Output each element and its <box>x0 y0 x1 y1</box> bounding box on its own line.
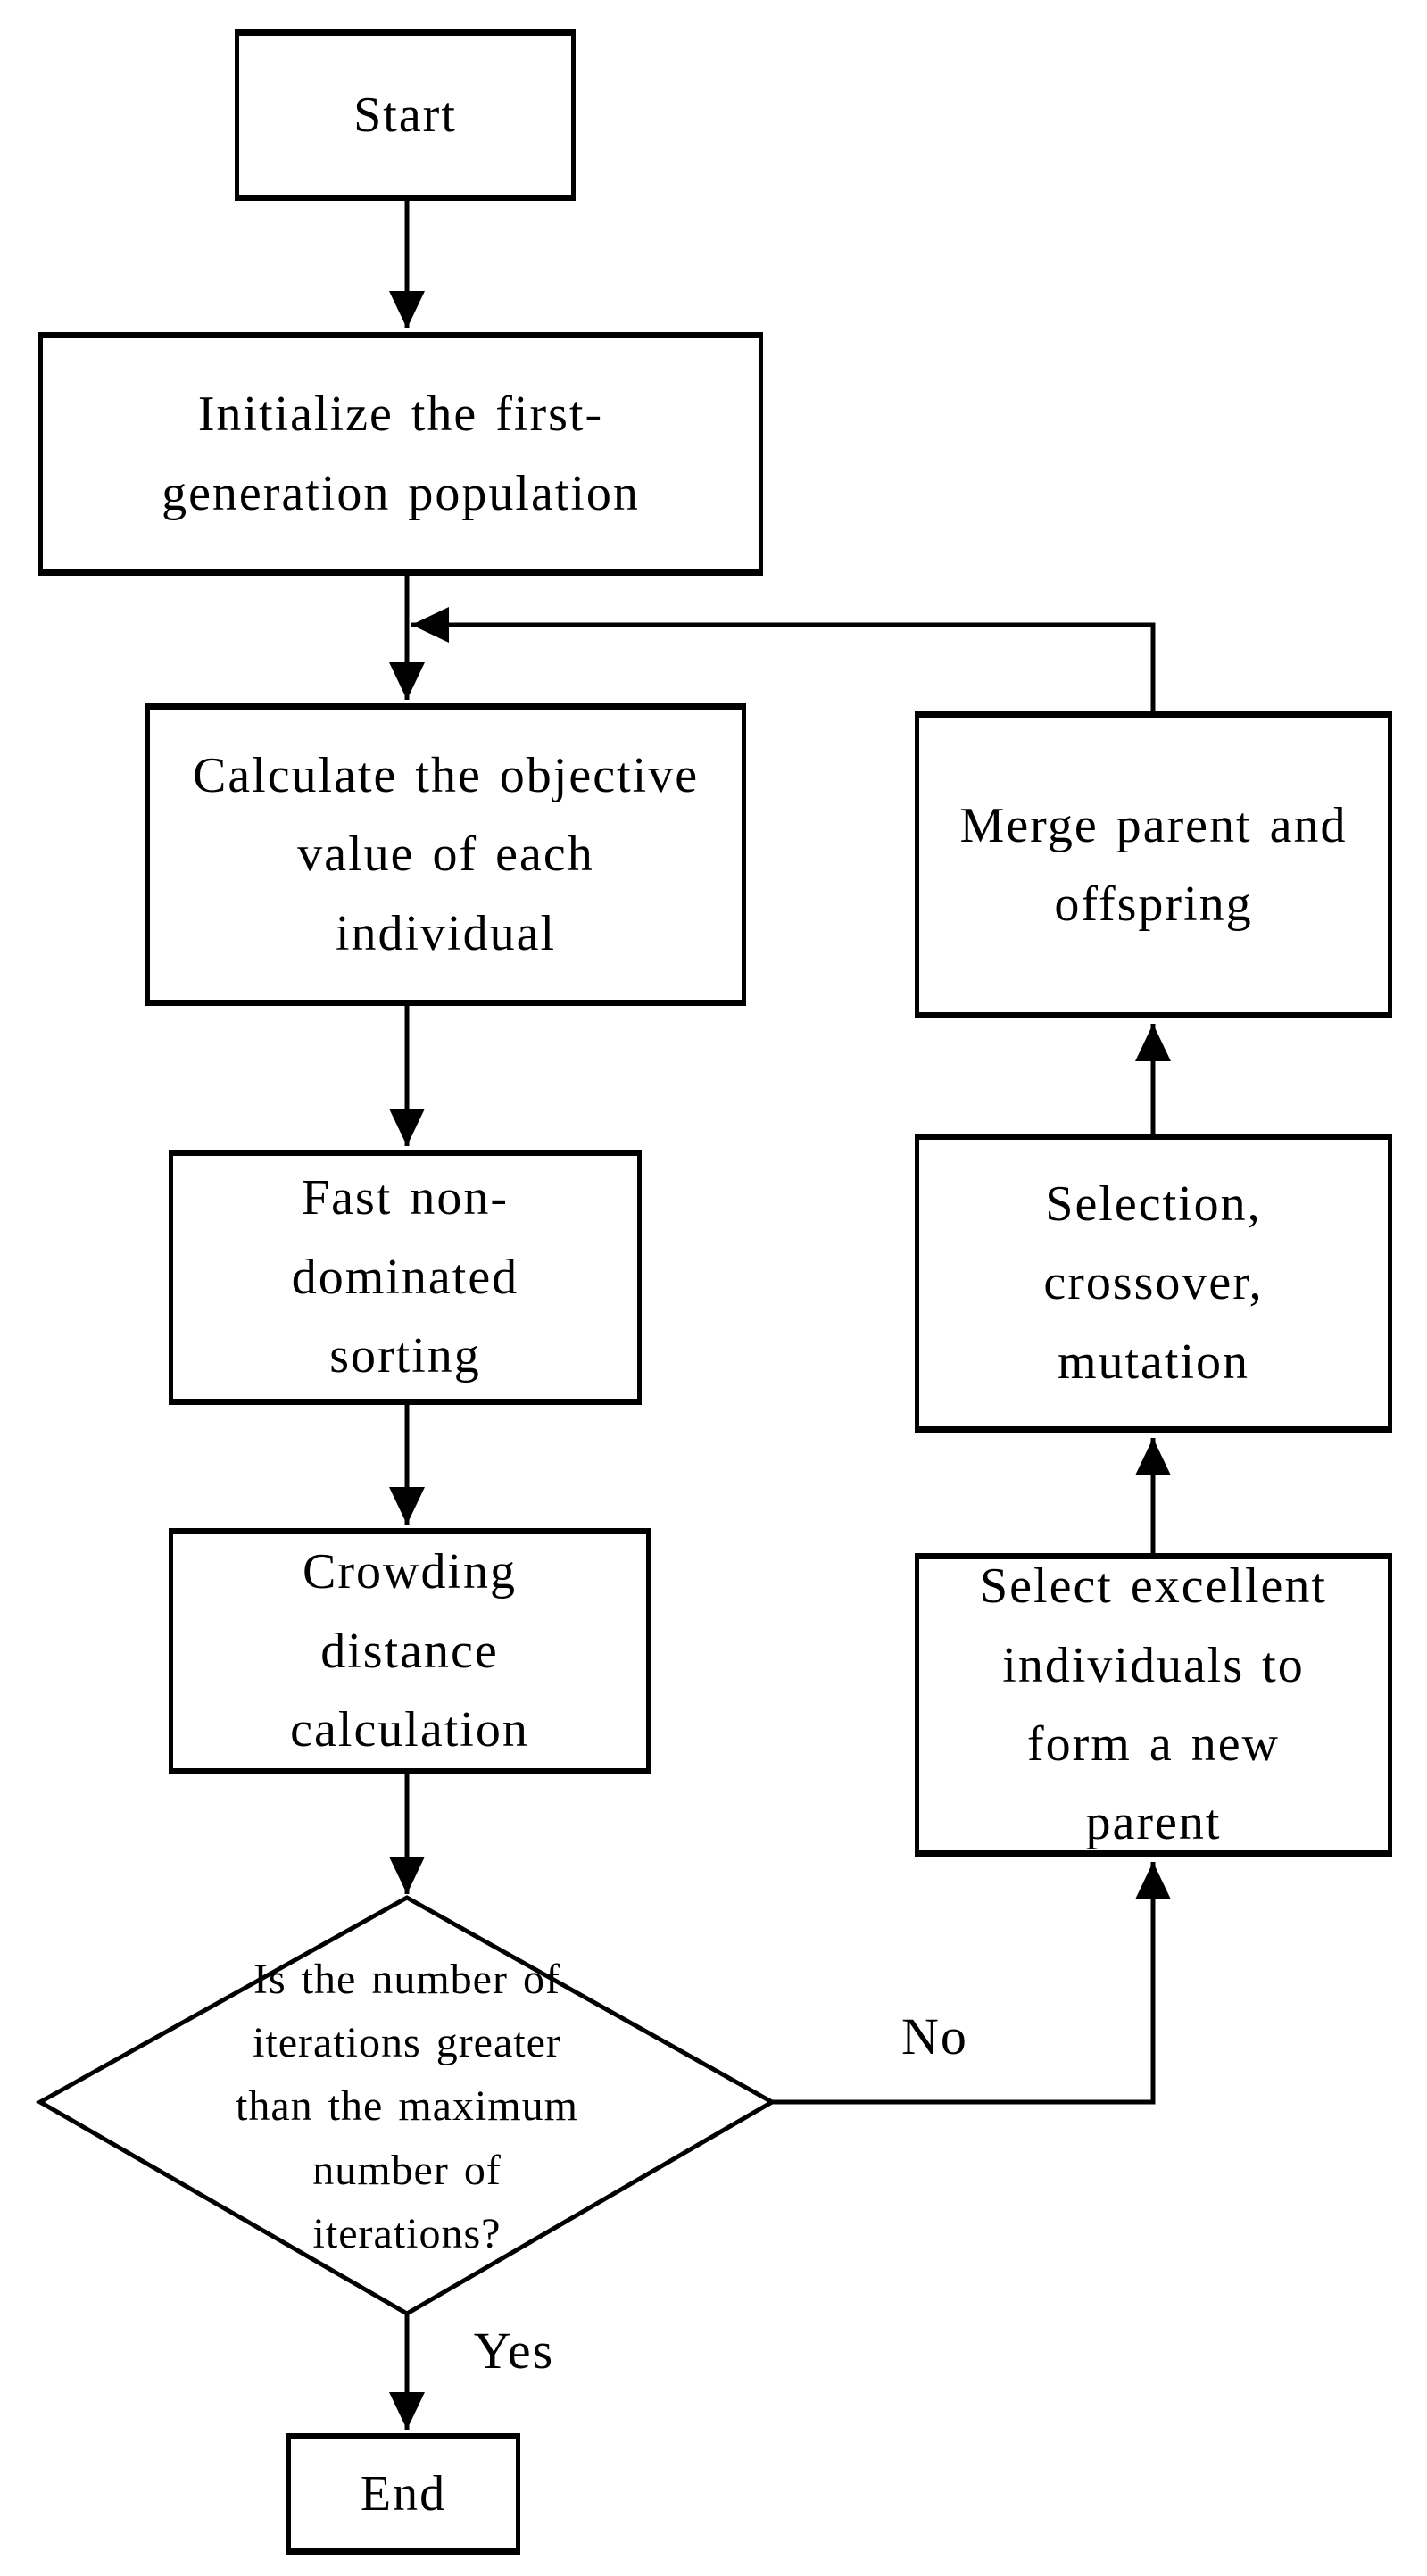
node-calculate-objective: Calculate the objective value of each in… <box>145 703 746 1006</box>
node-end-label: End <box>360 2465 447 2522</box>
node-selection-crossover-mutation: Selection, crossover, mutation <box>915 1134 1392 1433</box>
node-merge-parent-offspring-label: Merge parent and offspring <box>959 797 1348 932</box>
node-end: End <box>286 2433 520 2555</box>
node-initialize-population: Initialize the first- generation populat… <box>38 332 763 576</box>
decision-diamond-shape <box>35 1895 777 2316</box>
node-crowding-distance: Crowding distance calculation <box>169 1528 651 1774</box>
node-start: Start <box>235 29 576 201</box>
node-decision-max-iterations: Is the number of iterations greater than… <box>134 1919 680 2294</box>
edge-label-yes: Yes <box>473 2322 555 2380</box>
node-calculate-objective-label: Calculate the objective value of each in… <box>192 747 700 961</box>
node-merge-parent-offspring: Merge parent and offspring <box>915 711 1392 1018</box>
node-crowding-distance-label: Crowding distance calculation <box>290 1544 529 1758</box>
node-select-new-parent-label: Select excellent individuals to form a n… <box>980 1558 1327 1851</box>
edge-merge-to-loop-junction <box>411 607 1156 711</box>
node-selection-crossover-mutation-label: Selection, crossover, mutation <box>1043 1176 1264 1390</box>
edge-label-no: No <box>901 2007 968 2065</box>
node-initialize-population-label: Initialize the first- generation populat… <box>162 386 640 521</box>
node-fast-nondominated-sorting-label: Fast non- dominated sorting <box>291 1170 519 1384</box>
node-select-new-parent: Select excellent individuals to form a n… <box>915 1553 1392 1857</box>
node-decision-max-iterations-label: Is the number of iterations greater than… <box>236 1956 578 2257</box>
edge-decision-to-select-parent-no <box>772 1862 1171 2105</box>
node-start-label: Start <box>353 87 457 143</box>
node-fast-nondominated-sorting: Fast non- dominated sorting <box>169 1150 642 1405</box>
